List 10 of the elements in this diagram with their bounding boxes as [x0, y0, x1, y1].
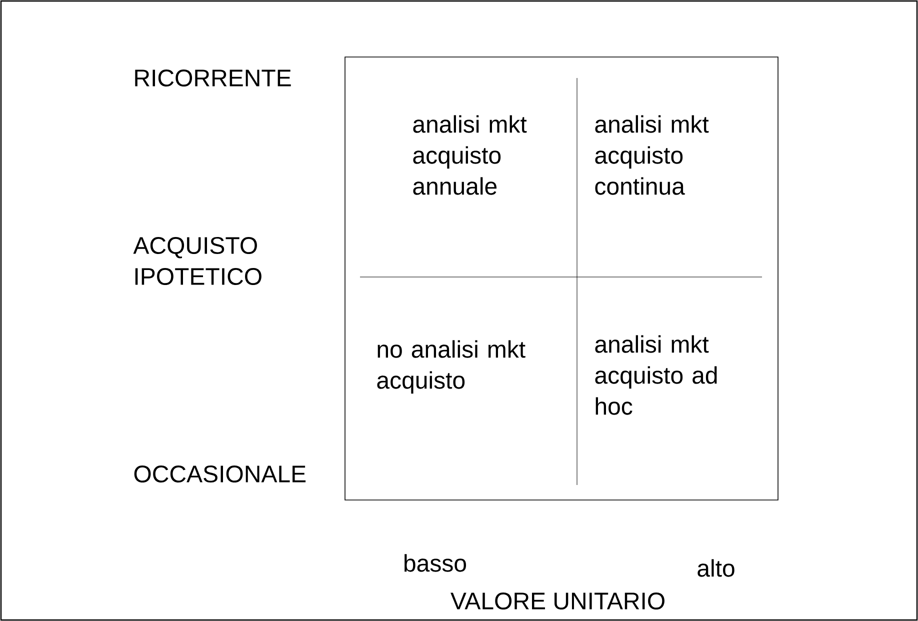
quadrant-text: analisi mkt acquisto annuale: [413, 115, 527, 195]
quadrant-text: analisi mkt acquisto continua: [595, 115, 709, 195]
axis-label: ACQUISTO IPOTETICO: [133, 237, 262, 285]
axis-label: basso: [404, 554, 466, 572]
quadrant-text: no analisi mkt acquisto: [377, 340, 526, 394]
axis-label: RICORRENTE: [135, 70, 291, 86]
axis-title: VALORE UNITARIO: [450, 592, 664, 610]
quadrant-text: analisi mkt acquisto ad hoc: [595, 335, 717, 415]
axis-label: OCCASIONALE: [134, 466, 306, 482]
axis-label: alto: [698, 559, 734, 577]
